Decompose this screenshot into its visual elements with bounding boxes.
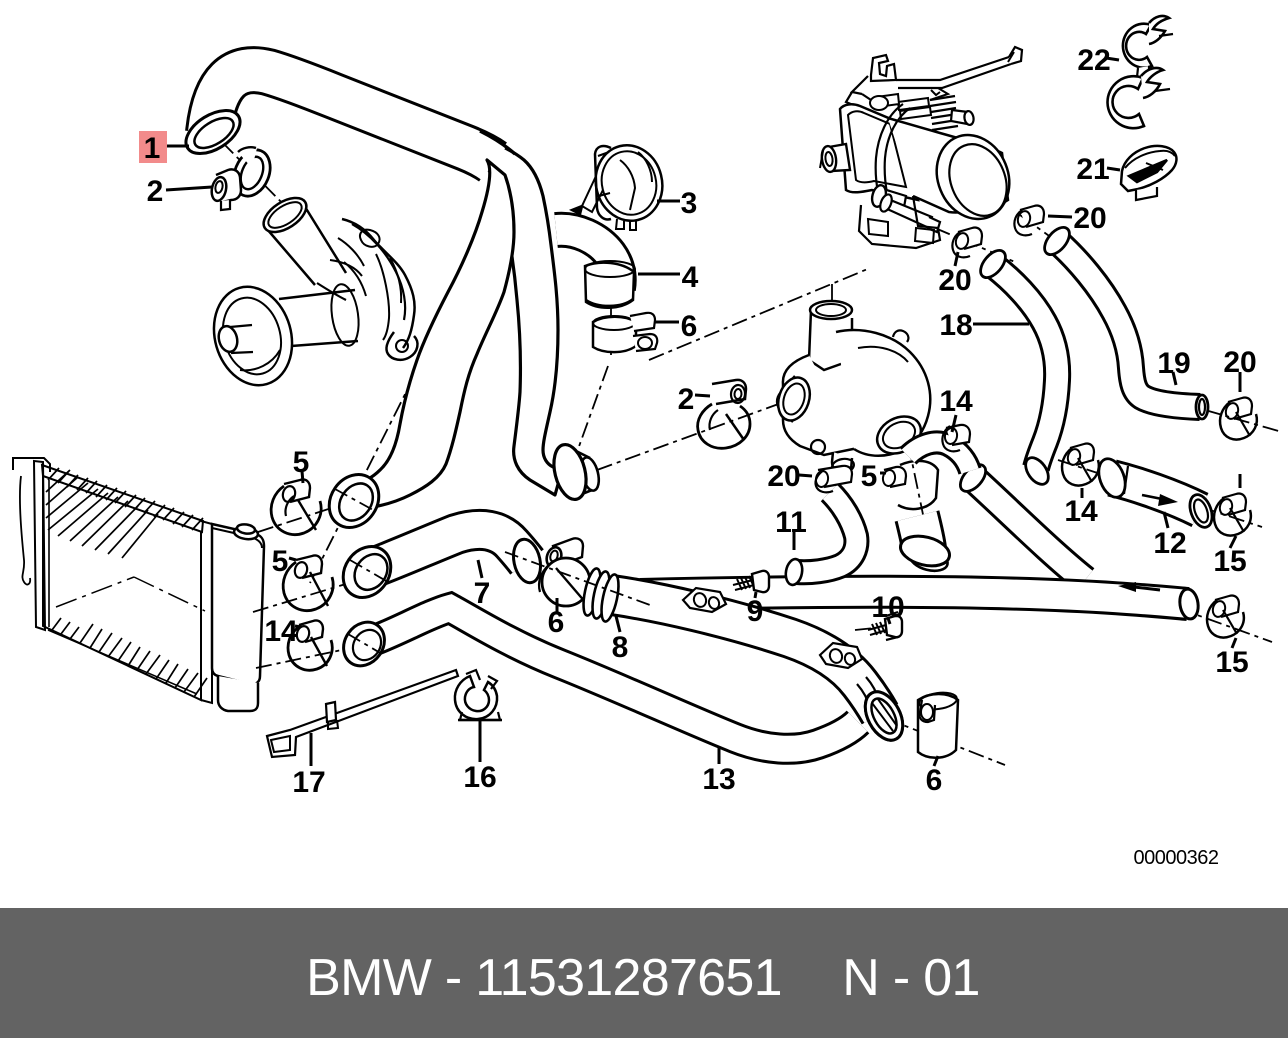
svg-text:1: 1: [144, 132, 161, 165]
svg-text:15: 15: [1215, 646, 1248, 679]
svg-text:20: 20: [767, 460, 800, 493]
svg-text:3: 3: [681, 187, 698, 220]
svg-text:14: 14: [1064, 495, 1098, 528]
svg-text:BMW - 11531287651: BMW - 11531287651: [306, 949, 782, 1007]
svg-text:00000362: 00000362: [1134, 847, 1219, 869]
svg-text:5: 5: [272, 545, 289, 578]
svg-text:9: 9: [747, 595, 764, 628]
svg-text:11: 11: [775, 506, 807, 539]
svg-text:17: 17: [292, 766, 325, 799]
svg-text:18: 18: [939, 309, 972, 342]
svg-text:13: 13: [702, 763, 735, 796]
svg-text:19: 19: [1157, 347, 1190, 380]
svg-text:8: 8: [612, 631, 629, 664]
svg-text:10: 10: [871, 591, 904, 624]
svg-text:14: 14: [264, 615, 298, 648]
svg-text:21: 21: [1076, 153, 1109, 186]
svg-text:5: 5: [293, 446, 310, 479]
svg-text:6: 6: [926, 764, 943, 797]
svg-text:20: 20: [938, 264, 971, 297]
svg-text:6: 6: [548, 606, 565, 639]
svg-text:20: 20: [1073, 202, 1106, 235]
svg-text:12: 12: [1153, 527, 1186, 560]
svg-text:7: 7: [474, 577, 491, 610]
svg-text:14: 14: [939, 385, 973, 418]
svg-text:22: 22: [1077, 44, 1110, 77]
svg-text:4: 4: [682, 261, 699, 294]
svg-text:2: 2: [678, 383, 695, 416]
svg-text:N - 01: N - 01: [842, 949, 979, 1007]
svg-text:15: 15: [1213, 545, 1246, 578]
svg-text:6: 6: [681, 310, 698, 343]
svg-text:5: 5: [861, 460, 878, 493]
svg-text:16: 16: [463, 761, 496, 794]
svg-text:20: 20: [1223, 346, 1256, 379]
svg-text:2: 2: [147, 175, 164, 208]
